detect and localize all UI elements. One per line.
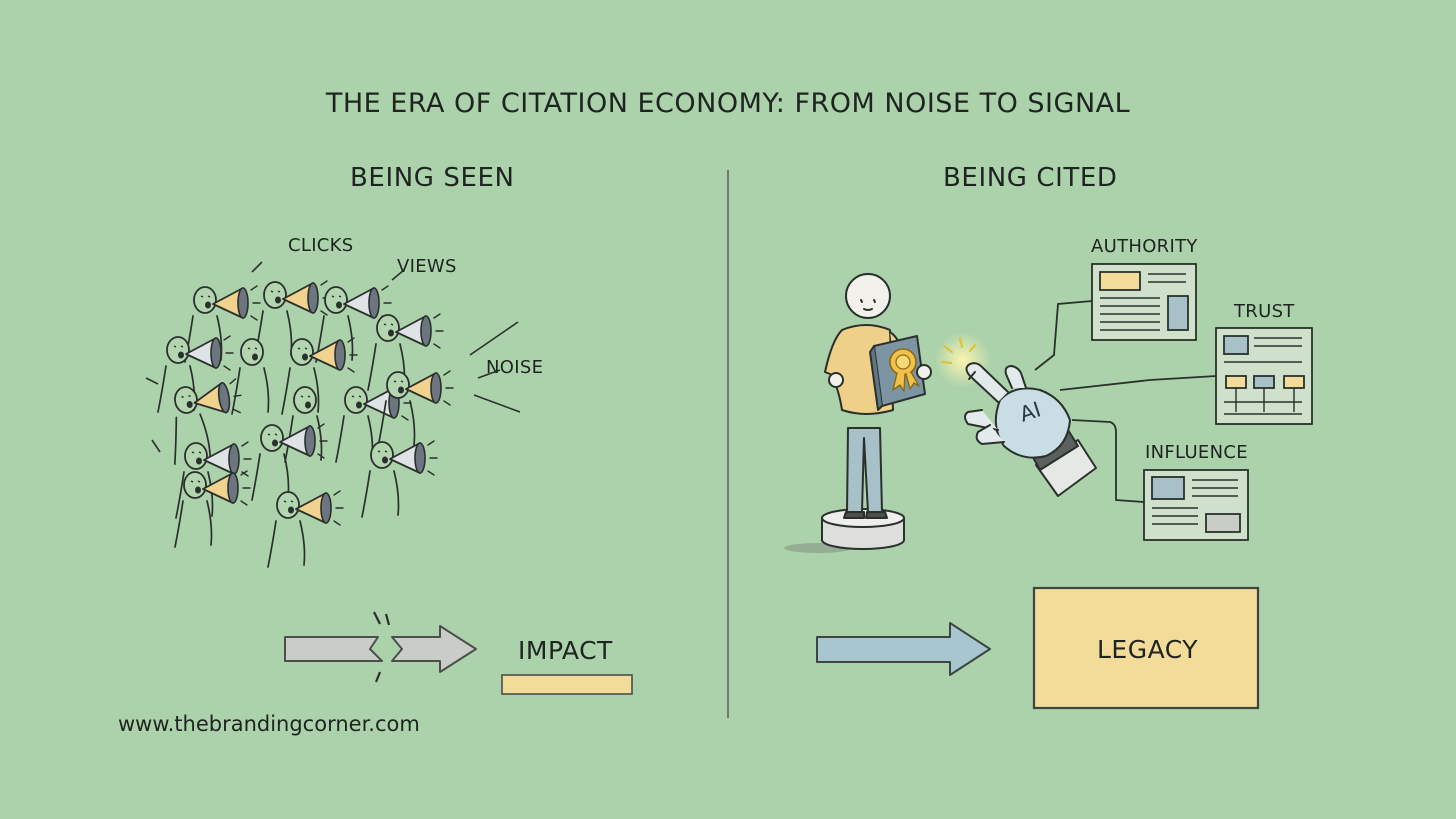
connector-lines (1034, 300, 1217, 503)
robot-hand-icon (964, 362, 1097, 497)
shouting-person-icon (267, 490, 344, 568)
signal-arrow-icon (816, 622, 991, 676)
authority-label: AUTHORITY (1091, 236, 1198, 257)
person-on-pedestal-icon (784, 273, 932, 553)
shouting-person-icon (174, 470, 251, 548)
impact-bar (501, 674, 633, 695)
being-seen-heading: BEING SEEN (350, 163, 515, 193)
trust-document-icon (1215, 327, 1313, 425)
legacy-box (1032, 586, 1260, 710)
shouting-person-icon (175, 441, 252, 519)
shouting-person-icon (377, 370, 454, 448)
page-title: THE ERA OF CITATION ECONOMY: FROM NOISE … (325, 88, 1131, 119)
influence-document-icon (1143, 469, 1249, 541)
shouting-person-icon (231, 338, 270, 415)
broken-arrow-icon (284, 611, 477, 683)
clicks-label: CLICKS (288, 235, 354, 256)
footer-url: www.thebrandingcorner.com (118, 712, 420, 736)
impact-label: IMPACT (518, 636, 613, 665)
spark-icon (941, 337, 976, 364)
shouting-person-icon (251, 423, 328, 501)
trust-label: TRUST (1234, 301, 1295, 322)
shouting-person-icon (367, 313, 444, 391)
noise-label: NOISE (486, 357, 544, 378)
influence-label: INFLUENCE (1145, 442, 1248, 463)
crowd-with-megaphones (157, 280, 454, 568)
shouting-person-icon (315, 285, 392, 363)
shouting-person-icon (184, 285, 261, 363)
views-label: VIEWS (397, 256, 457, 277)
shouting-person-icon (281, 337, 358, 415)
shouting-person-icon (157, 335, 234, 413)
legacy-label: LEGACY (1097, 635, 1199, 664)
shouting-person-icon (254, 280, 331, 358)
shouting-person-icon (173, 378, 242, 466)
noise-lines (145, 261, 521, 453)
authority-document-icon (1091, 263, 1197, 341)
shouting-person-icon (361, 440, 438, 518)
being-cited-heading: BEING CITED (943, 163, 1118, 193)
